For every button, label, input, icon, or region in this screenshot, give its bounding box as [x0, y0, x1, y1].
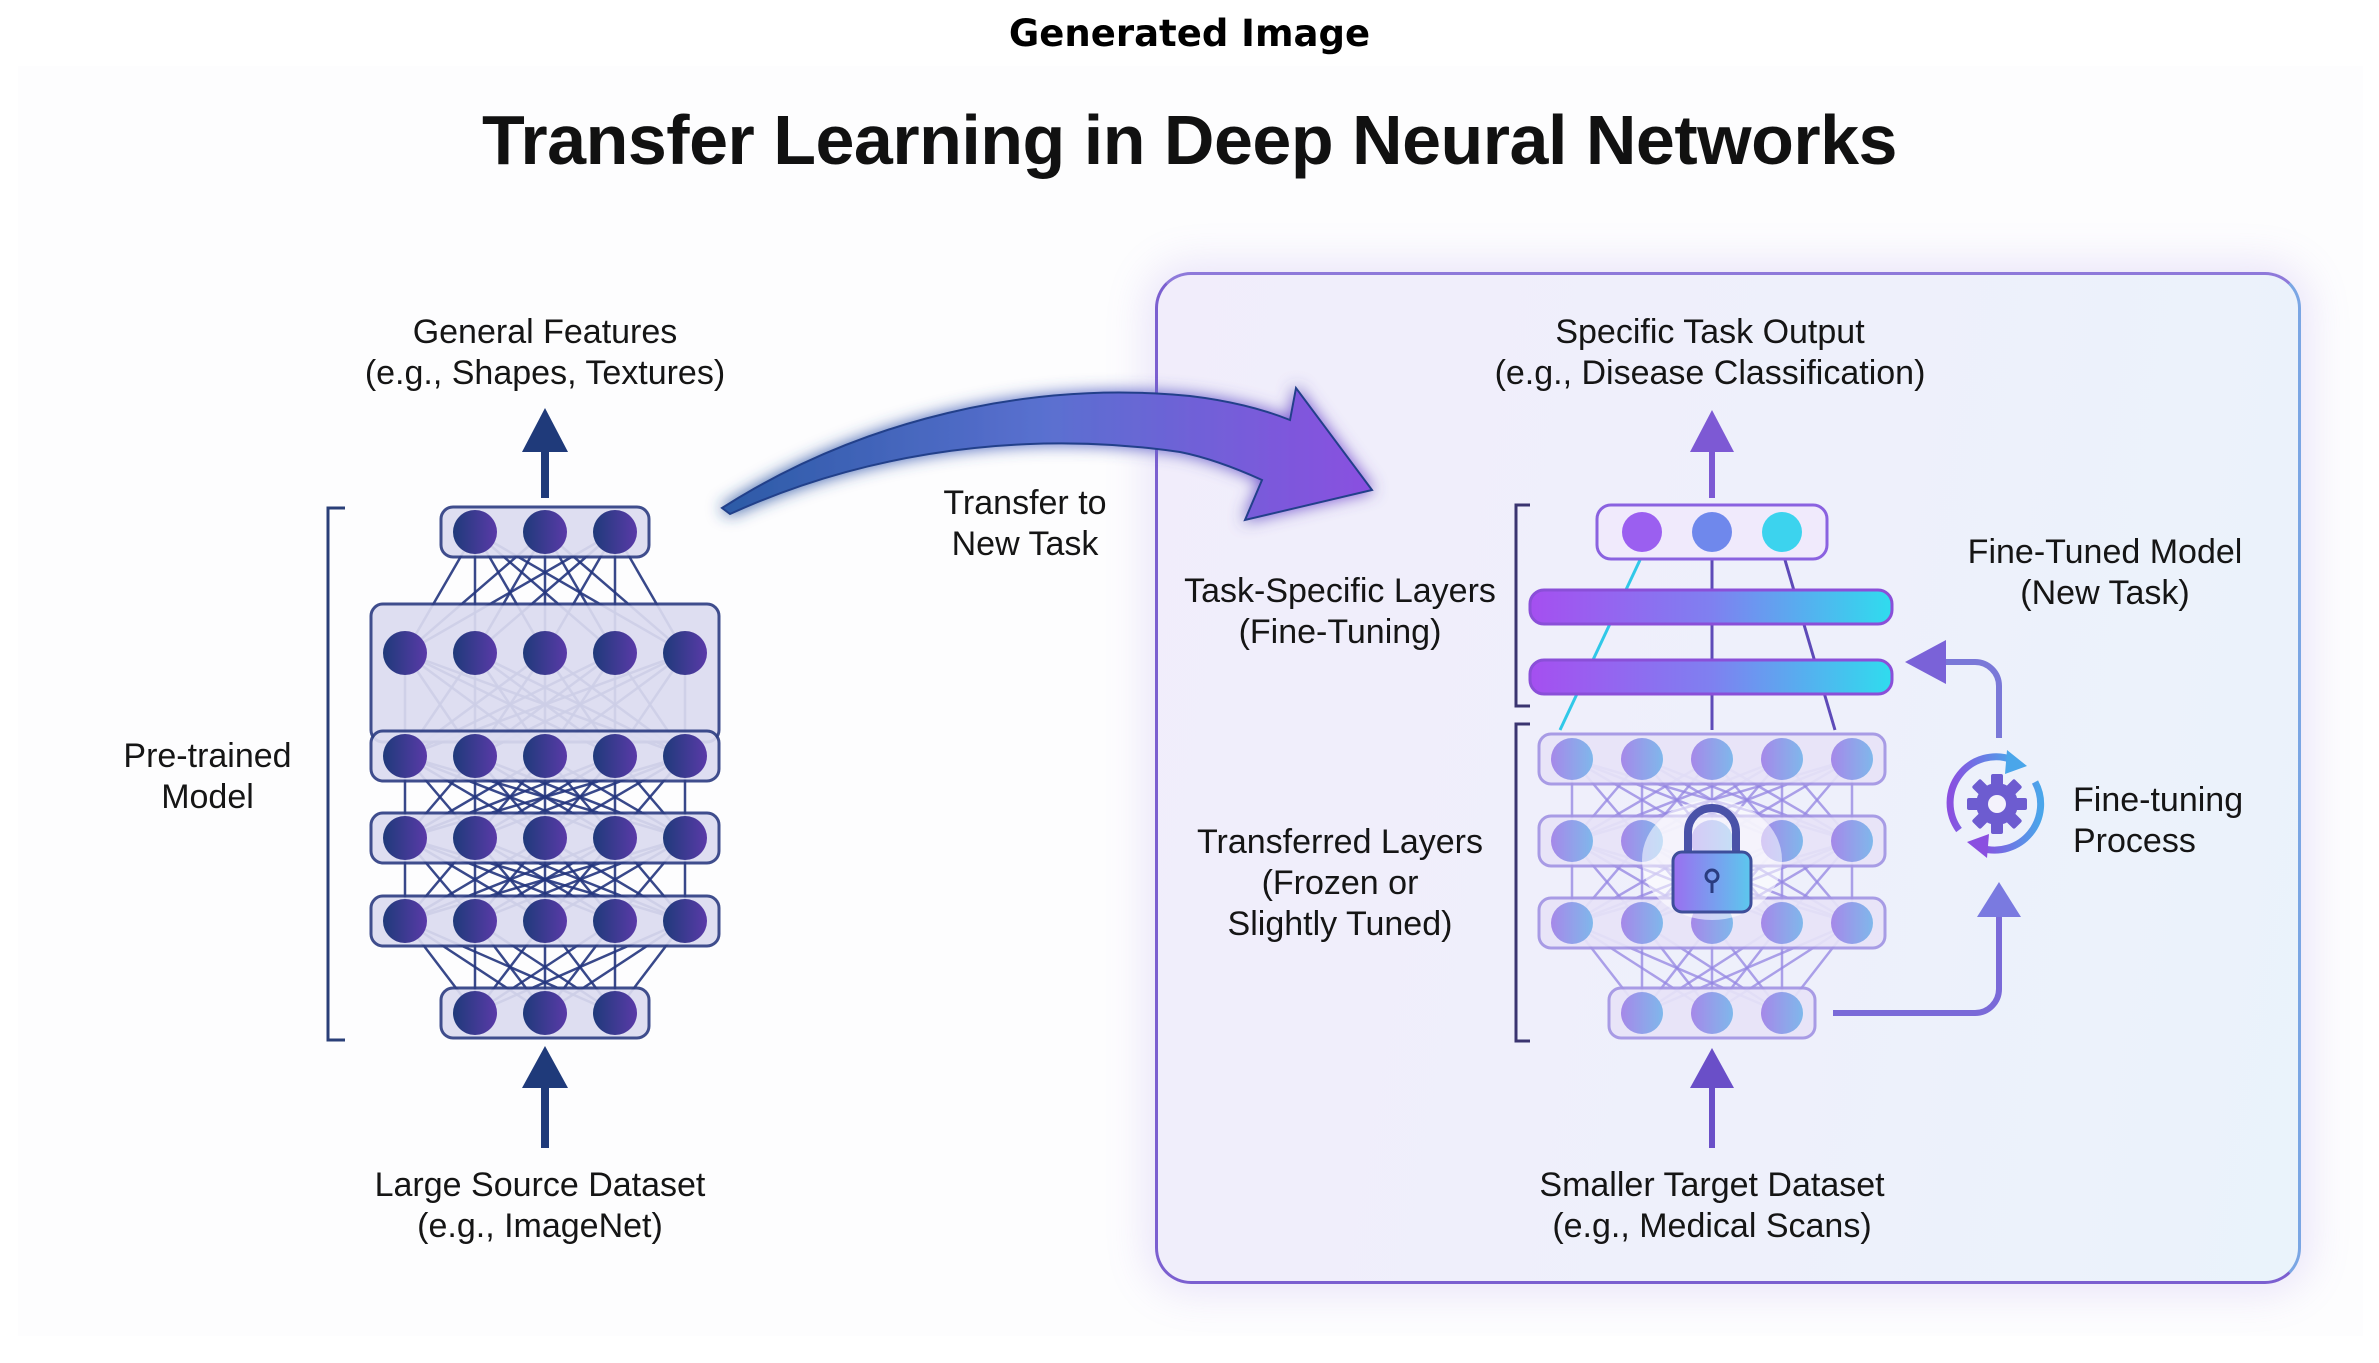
neuron-node — [1551, 820, 1593, 862]
neuron-node — [523, 734, 567, 778]
source-network — [369, 505, 721, 1040]
target-input-arrow — [1690, 1048, 1734, 1148]
neuron-node — [663, 631, 707, 675]
neuron-node — [383, 631, 427, 675]
source-output-arrow — [522, 408, 568, 498]
neuron-node — [453, 816, 497, 860]
lock-icon — [1642, 800, 1782, 920]
transferred-layers-bracket — [1514, 722, 1530, 1043]
source-input-arrow — [522, 1046, 568, 1148]
neuron-node — [523, 816, 567, 860]
neuron-node — [523, 899, 567, 943]
neuron-node — [1761, 992, 1803, 1034]
output-node — [1622, 512, 1662, 552]
neuron-node — [1761, 738, 1803, 780]
pretrained-bracket — [326, 506, 345, 1042]
gear-cycle-icon — [1946, 750, 2045, 858]
fine-tuned-model-label: Fine-Tuned Model (New Task) — [1967, 533, 2243, 612]
neuron-node — [663, 899, 707, 943]
neuron-node — [1691, 738, 1733, 780]
target-output-layer — [1595, 503, 1829, 561]
general-features-label: General Features (e.g., Shapes, Textures… — [364, 313, 726, 392]
neuron-node — [523, 510, 567, 554]
neuron-node — [453, 734, 497, 778]
neuron-node — [593, 631, 637, 675]
diagram-title: Transfer Learning in Deep Neural Network… — [482, 101, 1897, 179]
transfer-label: Transfer to New Task — [943, 484, 1107, 563]
pretrained-model-label: Pre-trained Model — [123, 737, 292, 816]
neuron-node — [593, 991, 637, 1035]
task-layer-connectors — [1558, 559, 1837, 731]
neuron-node — [523, 991, 567, 1035]
neuron-node — [593, 510, 637, 554]
neuron-node — [453, 510, 497, 554]
neuron-node — [593, 734, 637, 778]
transfer-arrow — [720, 385, 1374, 522]
task-specific-layers-label: Task-Specific Layers (Fine-Tuning) — [1184, 572, 1496, 651]
figure-header: Generated Image — [1008, 12, 1371, 55]
neuron-node — [1551, 902, 1593, 944]
neuron-node — [383, 816, 427, 860]
neuron-node — [1831, 902, 1873, 944]
target-output-arrow — [1690, 410, 1734, 498]
neuron-node — [383, 899, 427, 943]
fine-tuning-process-label: Fine-tuning Process — [2073, 781, 2244, 860]
output-node — [1762, 512, 1802, 552]
neuron-node — [663, 816, 707, 860]
neuron-node — [453, 991, 497, 1035]
neuron-node — [1831, 738, 1873, 780]
task-specific-dense-bar — [1528, 588, 1894, 626]
neuron-node — [1621, 902, 1663, 944]
large-source-dataset-label: Large Source Dataset (e.g., ImageNet) — [374, 1166, 706, 1245]
neuron-node — [383, 734, 427, 778]
neuron-node — [1621, 738, 1663, 780]
smaller-target-dataset-label: Smaller Target Dataset (e.g., Medical Sc… — [1539, 1166, 1885, 1245]
transferred-layers-label: Transferred Layers (Frozen or Slightly T… — [1197, 823, 1483, 943]
specific-task-output-label: Specific Task Output (e.g., Disease Clas… — [1494, 313, 1926, 392]
neuron-node — [1691, 992, 1733, 1034]
neuron-node — [593, 899, 637, 943]
neuron-node — [453, 631, 497, 675]
source-network-layers — [369, 505, 721, 1040]
neuron-node — [1551, 738, 1593, 780]
task-specific-dense-bar — [1528, 658, 1894, 696]
neuron-node — [1831, 820, 1873, 862]
output-node — [1692, 512, 1732, 552]
neuron-node — [1761, 902, 1803, 944]
fine-tuning-feedback-arrow — [1833, 640, 2021, 1016]
neuron-node — [593, 816, 637, 860]
neuron-node — [453, 899, 497, 943]
neuron-node — [1621, 992, 1663, 1034]
neuron-node — [523, 631, 567, 675]
task-layers-bracket — [1514, 503, 1530, 708]
neuron-node — [663, 734, 707, 778]
